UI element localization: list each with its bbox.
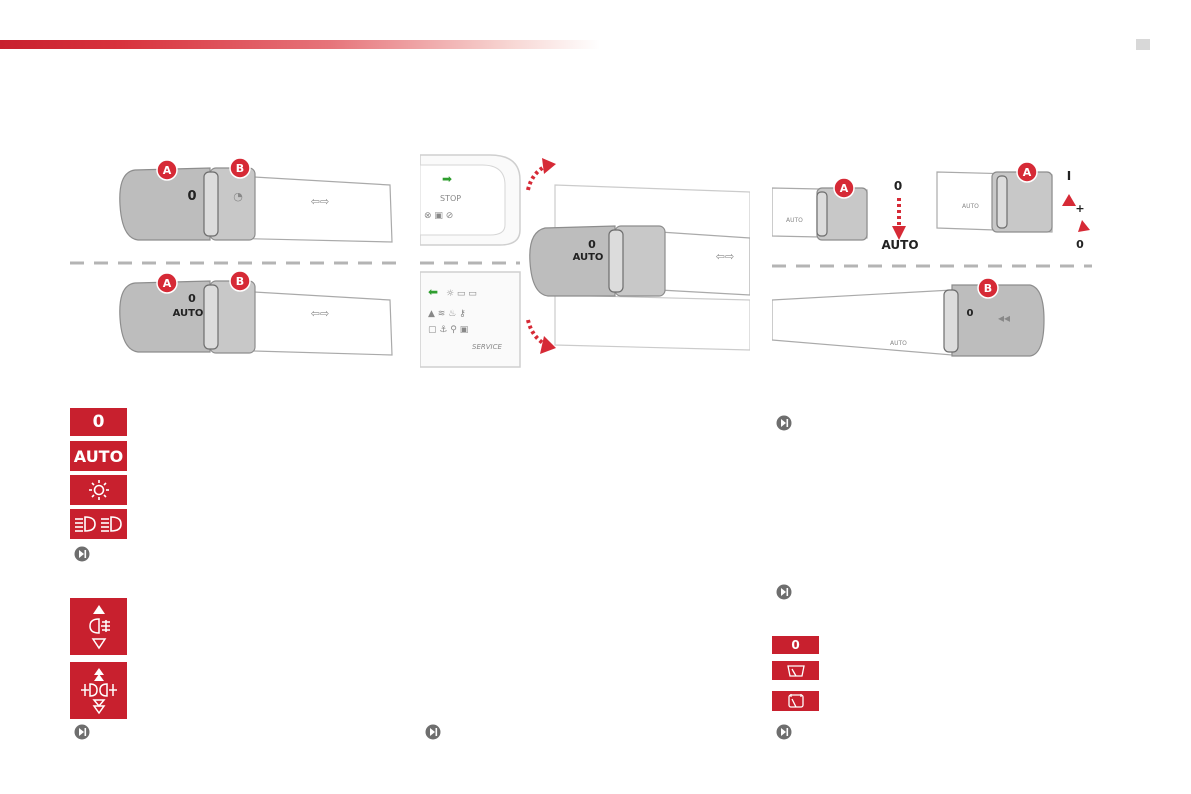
wiper-stalk-top-right: AUTO A I + 0 (936, 161, 1090, 251)
next-step-icon (776, 724, 792, 740)
instrument-cluster-bottom: ⬅ ☼ ▭ ▭ ▲ ≋ ♨ ⚷ ▢ ⚓ ⚲ ▣ SERVICE (420, 271, 521, 368)
direction-indicator-illustration: ➡ STOP ⊗ ▣ ⊘ ⬅ ☼ ▭ ▭ ▲ ≋ ♨ ⚷ ▢ ⚓ ⚲ ▣ SER… (420, 150, 750, 372)
headlamps-icon (74, 516, 122, 532)
front-rear-fog-box (70, 662, 127, 719)
legend-auto-label: AUTO (73, 446, 124, 466)
stalk-label-auto-bottom: AUTO (173, 308, 204, 319)
wiper-scale-right: AUTO (962, 203, 979, 210)
indicator-stalk-auto: AUTO (573, 252, 604, 263)
wiper-label-zero: 0 (894, 179, 902, 193)
wiper-off-box: 0 (772, 636, 819, 654)
wiper-single-icon (786, 664, 805, 677)
badge-a-wiper-right: A (1016, 161, 1038, 183)
wiper-rear-icon (787, 694, 804, 708)
cluster-fluid-icons: ▲ ≋ ♨ ⚷ (428, 309, 466, 319)
next-step-icon (425, 724, 441, 740)
badge-b-wiper: B (977, 277, 999, 299)
wiper-stalk-illustration: AUTO A 0 AUTO AUTO A I + 0 AUTO 0 ◂◂ B (772, 150, 1092, 362)
svg-text:A: A (1023, 166, 1032, 179)
wiper-down-arrow-head (892, 226, 906, 240)
wiper-bottom-zero: 0 (967, 308, 974, 319)
indicator-arrows-top: ⇦⇨ (311, 195, 329, 208)
arrow-down-head (540, 336, 556, 354)
arrow-up-head (542, 158, 556, 174)
indicator-stalk-main: 0 AUTO ⇦⇨ (529, 225, 750, 297)
stalk-label-zero: 0 (187, 189, 196, 204)
wiper-label-i: I (1067, 169, 1071, 183)
badge-a-wiper-left: A (833, 177, 855, 199)
next-step-icon (776, 584, 792, 600)
svg-text:A: A (840, 182, 849, 195)
legend-auto-box: AUTO (70, 441, 127, 471)
front-rear-fog-icon (80, 667, 117, 714)
wiper-up-arrow-head (1062, 194, 1076, 206)
rear-fog-icon (88, 604, 110, 649)
stalk-label-zero-bottom: 0 (188, 292, 196, 305)
wiper-off-label: 0 (791, 638, 800, 652)
green-arrow-left-icon: ⬅ (428, 285, 438, 299)
indicator-arrows-middle: ⇦⇨ (716, 250, 734, 263)
svg-text:A: A (163, 164, 172, 177)
indicator-arrows-bottom: ⇦⇨ (311, 307, 329, 320)
cluster-status-icons: ▢ ⚓ ⚲ ▣ (428, 325, 468, 335)
cluster-lamp-icons: ☼ ▭ ▭ (446, 289, 477, 299)
wiper-single-box (772, 661, 819, 680)
lighting-stalk-bottom: 0 AUTO ⇦⇨ A B (119, 270, 393, 356)
indicator-stalk-zero: 0 (588, 238, 596, 251)
wiper-label-zero-right: 0 (1076, 238, 1084, 251)
wiper-label-auto: AUTO (881, 238, 918, 252)
wiper-scale-left: AUTO (786, 217, 803, 224)
badge-b-top: B (229, 157, 251, 179)
rear-fog-symbol: ◔ (233, 190, 243, 203)
svg-text:B: B (236, 275, 244, 288)
cluster-warning-icons: ⊗ ▣ ⊘ (424, 211, 453, 221)
wiper-stalk-bottom: AUTO 0 ◂◂ B (772, 277, 1045, 357)
svg-text:A: A (163, 277, 172, 290)
badge-b-bottom: B (229, 270, 251, 292)
instrument-cluster-top: ➡ STOP ⊗ ▣ ⊘ (420, 154, 521, 246)
sidelamps-icon (88, 480, 109, 500)
legend-off-box: 0 (70, 408, 127, 436)
wiper-label-plus: + (1075, 202, 1084, 215)
badge-a-top: A (156, 159, 178, 181)
badge-a-bottom: A (156, 272, 178, 294)
rear-fog-box (70, 598, 127, 655)
header-accent-bar (0, 40, 600, 49)
next-step-icon (776, 415, 792, 431)
legend-headlamps-box (70, 509, 127, 539)
lighting-stalk-top: 0 ◔ ⇦⇨ A B (119, 157, 393, 243)
stop-label: STOP (440, 194, 461, 203)
green-arrow-right-icon: ➡ (442, 172, 452, 186)
wiper-down-small-arrow (1078, 220, 1090, 232)
page-marker (1136, 39, 1150, 50)
svg-text:B: B (984, 282, 992, 295)
lighting-stalk-illustration: 0 ◔ ⇦⇨ A B 0 AUTO ⇦⇨ A B (70, 150, 400, 372)
legend-sidelamps-box (70, 475, 127, 505)
wiper-stalk-top-left: AUTO A 0 AUTO (772, 177, 919, 252)
wiper-rear-box (772, 691, 819, 711)
svg-text:B: B (236, 162, 244, 175)
next-step-icon (74, 724, 90, 740)
legend-off-label: 0 (92, 412, 105, 432)
wiper-bottom-arrows: ◂◂ (998, 311, 1010, 325)
wiper-scale-bottom: AUTO (890, 340, 907, 347)
service-label: SERVICE (472, 343, 502, 351)
next-step-icon (74, 546, 90, 562)
